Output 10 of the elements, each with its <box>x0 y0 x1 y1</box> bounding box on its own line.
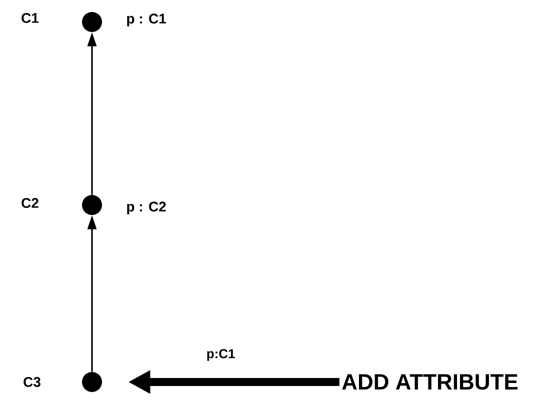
node-label: p : C2 <box>127 202 166 214</box>
node-label: C3 <box>24 377 40 387</box>
dot <box>82 12 102 32</box>
dot <box>82 372 102 392</box>
node-label: p : C1 <box>127 14 166 26</box>
node-label: C1 <box>22 13 39 23</box>
node-label: C2 <box>22 198 38 208</box>
text-label: ADD ATTRIBUTE <box>342 374 518 390</box>
edge-label: p:C1 <box>207 349 235 361</box>
dot <box>82 195 102 215</box>
